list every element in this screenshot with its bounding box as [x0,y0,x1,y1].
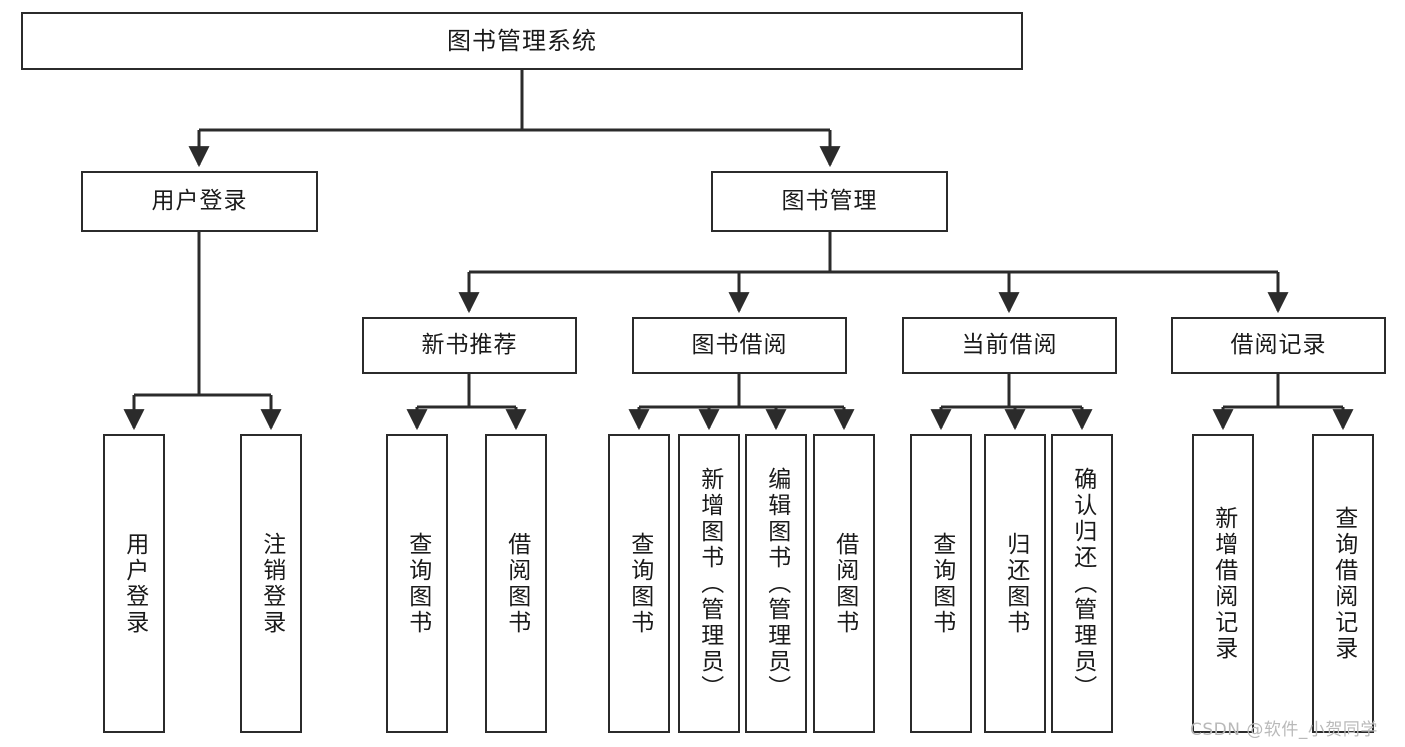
node-user-login[interactable]: 用户登录 [81,171,318,232]
leaf-label: 归还图书 [1002,531,1029,636]
leaf-node-return-book[interactable]: 归还图书 [984,434,1046,733]
leaf-node-add-borrow-record[interactable]: 新增借阅记录 [1192,434,1254,733]
leaf-node-query-book-current[interactable]: 查询图书 [910,434,972,733]
node-root-label: 图书管理系统 [447,26,597,55]
node-label: 用户登录 [151,187,248,214]
leaf-node-edit-book-admin[interactable]: 编辑图书（管理员） [745,434,807,733]
leaf-node-user-login[interactable]: 用户登录 [103,434,165,733]
leaf-node-borrow-book[interactable]: 借阅图书 [813,434,875,733]
node-label: 图书管理 [781,187,878,214]
leaf-node-logout[interactable]: 注销登录 [240,434,302,733]
leaf-label: 查询借阅记录 [1330,505,1357,662]
node-current-borrow[interactable]: 当前借阅 [902,317,1117,374]
leaf-node-query-book-newbook[interactable]: 查询图书 [386,434,448,733]
leaf-node-add-book-admin[interactable]: 新增图书（管理员） [678,434,740,733]
leaf-node-borrow-book-newbook[interactable]: 借阅图书 [485,434,547,733]
csdn-watermark: CSDN @软件_小贺同学 [1190,720,1378,740]
node-label: 图书借阅 [691,331,788,358]
leaf-label: 新增图书（管理员） [696,466,723,701]
leaf-label: 借阅图书 [831,531,858,636]
leaf-label: 用户登录 [121,531,148,636]
leaf-label: 查询图书 [626,531,653,636]
node-label: 当前借阅 [961,331,1058,358]
node-book-management[interactable]: 图书管理 [711,171,948,232]
leaf-node-query-borrow-record[interactable]: 查询借阅记录 [1312,434,1374,733]
leaf-node-query-book-borrow[interactable]: 查询图书 [608,434,670,733]
node-book-borrow[interactable]: 图书借阅 [632,317,847,374]
leaf-label: 查询图书 [404,531,431,636]
leaf-node-confirm-return-admin[interactable]: 确认归还（管理员） [1051,434,1113,733]
node-label: 新书推荐 [421,331,518,358]
leaf-label: 查询图书 [928,531,955,636]
node-label: 借阅记录 [1230,331,1327,358]
node-root-book-management-system[interactable]: 图书管理系统 [21,12,1023,70]
leaf-label: 新增借阅记录 [1210,505,1237,662]
leaf-label: 注销登录 [258,531,285,636]
node-borrow-record[interactable]: 借阅记录 [1171,317,1386,374]
leaf-label: 编辑图书（管理员） [763,466,790,701]
node-new-book-recommend[interactable]: 新书推荐 [362,317,577,374]
leaf-label: 确认归还（管理员） [1069,466,1096,701]
leaf-label: 借阅图书 [503,531,530,636]
